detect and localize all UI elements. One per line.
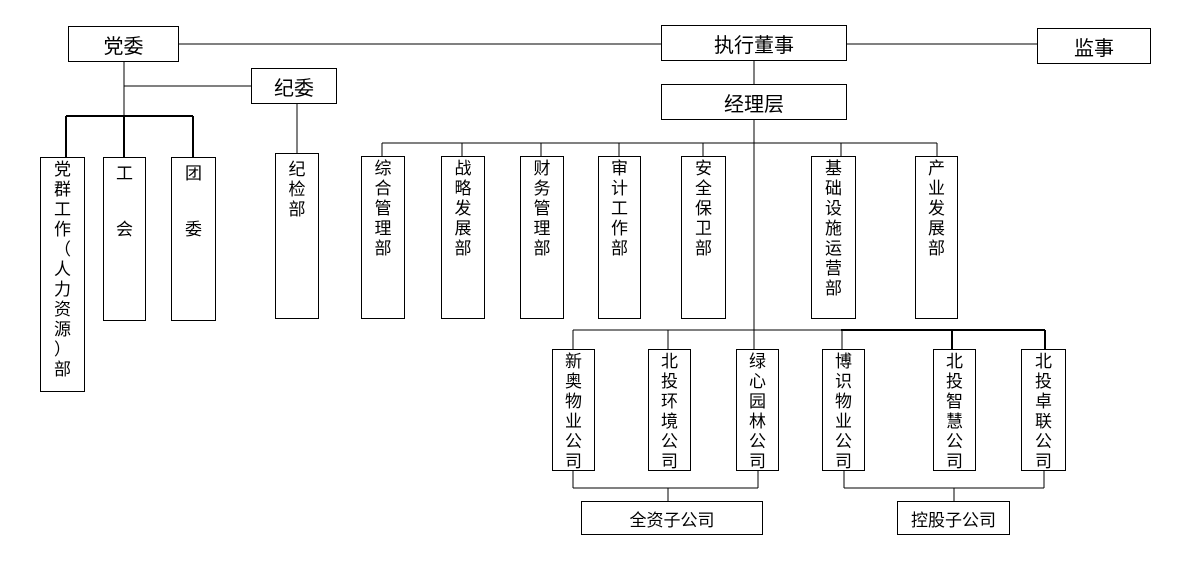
youth-league-box: 团 委 bbox=[171, 157, 216, 321]
party-committee-box: 党委 bbox=[68, 26, 179, 62]
holding-label: 控股子公司 bbox=[911, 510, 996, 531]
finance-management-dept: 财 务 管 理 部 bbox=[520, 156, 564, 319]
industry-development-dept: 产 业 发 展 部 bbox=[915, 156, 958, 319]
executive-director-label: 执行董事 bbox=[714, 32, 794, 57]
management-label: 经理层 bbox=[724, 91, 784, 116]
discipline-committee-box: 纪委 bbox=[251, 68, 337, 104]
xinao-property-company: 新 奥 物 业 公 司 bbox=[552, 349, 595, 472]
audit-dept: 审 计 工 作 部 bbox=[598, 156, 641, 319]
supervisor-label: 监事 bbox=[1074, 35, 1114, 60]
wholly-owned-label: 全资子公司 bbox=[629, 510, 715, 531]
executive-director-box: 执行董事 bbox=[661, 25, 847, 61]
wholly-owned-subsidiaries-box: 全资子公司 bbox=[581, 501, 763, 535]
lvxin-landscape-company: 绿 心 园 林 公 司 bbox=[736, 349, 779, 472]
discipline-committee-label: 纪委 bbox=[274, 75, 314, 100]
beitou-environment-company: 北 投 环 境 公 司 bbox=[648, 349, 691, 472]
beitou-smart-company: 北 投 智 慧 公 司 bbox=[933, 349, 976, 472]
holding-subsidiaries-box: 控股子公司 bbox=[897, 501, 1010, 535]
strategy-development-dept: 战 略 发 展 部 bbox=[441, 156, 485, 319]
discipline-inspection-dept: 纪 检 部 bbox=[275, 153, 319, 319]
infrastructure-operations-dept: 基 础 设 施 运 营 部 bbox=[811, 156, 856, 319]
beitou-zhuolian-company: 北 投 卓 联 公 司 bbox=[1021, 349, 1066, 472]
party-affairs-hr-dept: 党 群 工 作 （ 人 力 资 源 ） 部 bbox=[40, 157, 85, 392]
management-box: 经理层 bbox=[661, 84, 847, 120]
supervisor-box: 监事 bbox=[1037, 28, 1151, 64]
trade-union-box: 工 会 bbox=[103, 157, 146, 321]
general-management-dept: 综 合 管 理 部 bbox=[361, 156, 405, 319]
boshi-property-company: 博 识 物 业 公 司 bbox=[822, 349, 865, 472]
security-dept: 安 全 保 卫 部 bbox=[681, 156, 726, 319]
party-committee-label: 党委 bbox=[103, 33, 144, 58]
